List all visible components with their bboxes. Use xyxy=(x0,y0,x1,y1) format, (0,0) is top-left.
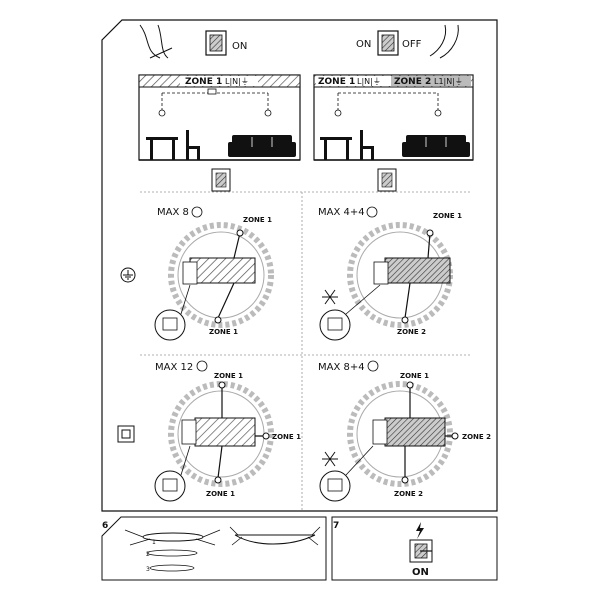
switch-on-label: ON xyxy=(356,39,371,50)
switch-on-label: ON xyxy=(232,41,247,52)
max-label: MAX 12 xyxy=(155,362,193,373)
panel-max-8: MAX 8 ZONE 1 ZONE 1 xyxy=(154,206,274,341)
step-number: 7 xyxy=(333,521,339,531)
zone-label-top: ZONE 1 xyxy=(243,216,272,224)
main-frame xyxy=(101,19,498,512)
step6-illustration: 1 2 3 xyxy=(124,526,321,573)
zone-label-bottom: ZONE 2 xyxy=(394,490,423,498)
zone-terminals: L|N|⏚ xyxy=(225,77,249,86)
panel-max-8-4: MAX 8+4 ZONE 1 ZONE 2 ZONE 2 xyxy=(318,360,491,502)
max-label: MAX 8+4 xyxy=(318,362,365,373)
zone-label-bottom: ZONE 2 xyxy=(397,328,426,336)
ground-icon xyxy=(120,267,136,283)
class-ii-icon xyxy=(117,425,135,443)
no-lamp-symbol-icon xyxy=(322,451,338,467)
svg-text:3: 3 xyxy=(146,566,150,573)
max-label: MAX 8 xyxy=(157,207,189,218)
zone-label-right: ZONE 1 xyxy=(272,433,301,441)
no-lamp-symbol-icon xyxy=(322,289,338,305)
zone2-label: ZONE 2 xyxy=(394,77,431,87)
bulb-icon xyxy=(366,206,378,218)
bulb-icon xyxy=(196,360,208,372)
zone-label-right: ZONE 2 xyxy=(462,433,491,441)
panel-max-4-4: MAX 4+4 ZONE 1 ZONE 2 xyxy=(318,206,462,341)
room-two-zones: ON OFF ZONE 1 L|N|⏚ ZONE 2 L1|N|⏚ xyxy=(313,24,474,161)
zone-label: ZONE 1 xyxy=(185,77,222,87)
step-number: 6 xyxy=(102,521,108,531)
bulb-icon xyxy=(191,206,203,218)
step6-frame xyxy=(101,516,327,581)
zone1-terminals: L|N|⏚ xyxy=(357,77,381,86)
zone-label-top: ZONE 1 xyxy=(433,212,462,220)
step7-frame xyxy=(331,516,498,581)
svg-text:1: 1 xyxy=(152,539,156,546)
zone-label-top: ZONE 1 xyxy=(400,372,429,380)
svg-text:2: 2 xyxy=(146,551,150,558)
zone2-terminals: L1|N|⏚ xyxy=(434,77,463,86)
zone-label-top: ZONE 1 xyxy=(214,372,243,380)
panel-max-12: MAX 12 ZONE 1 ZONE 1 ZONE 1 xyxy=(154,360,301,502)
switch-off-label: OFF xyxy=(402,39,422,50)
bulb-icon xyxy=(367,360,379,372)
switch-on-text: ON xyxy=(412,567,429,578)
max-label: MAX 4+4 xyxy=(318,207,365,218)
zone-label-bottom: ZONE 1 xyxy=(209,328,238,336)
lightning-icon xyxy=(416,522,424,539)
room-single-zone: ON ZONE 1 L|N|⏚ xyxy=(138,24,301,161)
power-switch-icon xyxy=(409,539,433,563)
zone1-label: ZONE 1 xyxy=(318,77,355,87)
zone-label-bottom: ZONE 1 xyxy=(206,490,235,498)
